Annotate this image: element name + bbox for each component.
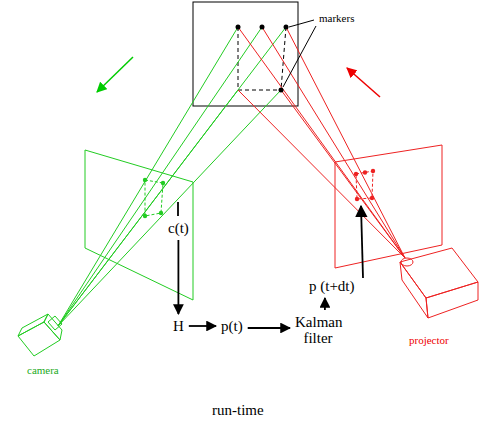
device-label: camera [26,364,60,376]
node-text: c(t) [168,220,189,236]
node-text: H [173,318,184,334]
camera-image-plane [85,150,193,300]
projector-icon [400,248,478,318]
filter-label: Kalman filter [292,312,344,348]
transform-label: H [170,316,187,336]
device-label: projector [408,334,450,346]
direction-arrow [347,68,380,97]
marker-dots [236,25,289,93]
input-line [177,202,179,216]
projector-rays [238,27,405,258]
flow-arrow [177,240,179,314]
leader-line [289,20,314,27]
camera-icon [18,314,62,356]
node-text: Kalman filter [295,314,341,346]
flow-arrow [248,327,290,329]
caption: run-time [212,402,264,419]
signal-label: c(t) [165,218,192,238]
callout-label: markers [318,12,355,24]
camera-rays [58,27,286,326]
signal-label: p(t) [218,316,246,336]
flow-arrow [189,325,216,327]
image-markers [145,180,163,216]
target-board [193,2,298,106]
direction-arrow [97,57,133,92]
node-text: p (t+dt) [309,278,355,294]
projector-image-plane [335,145,442,268]
leader-line [283,26,316,87]
node-text: p(t) [221,318,243,334]
signal-label: p (t+dt) [306,276,358,296]
output-arrow [361,206,363,278]
flow-arrow [324,298,326,310]
